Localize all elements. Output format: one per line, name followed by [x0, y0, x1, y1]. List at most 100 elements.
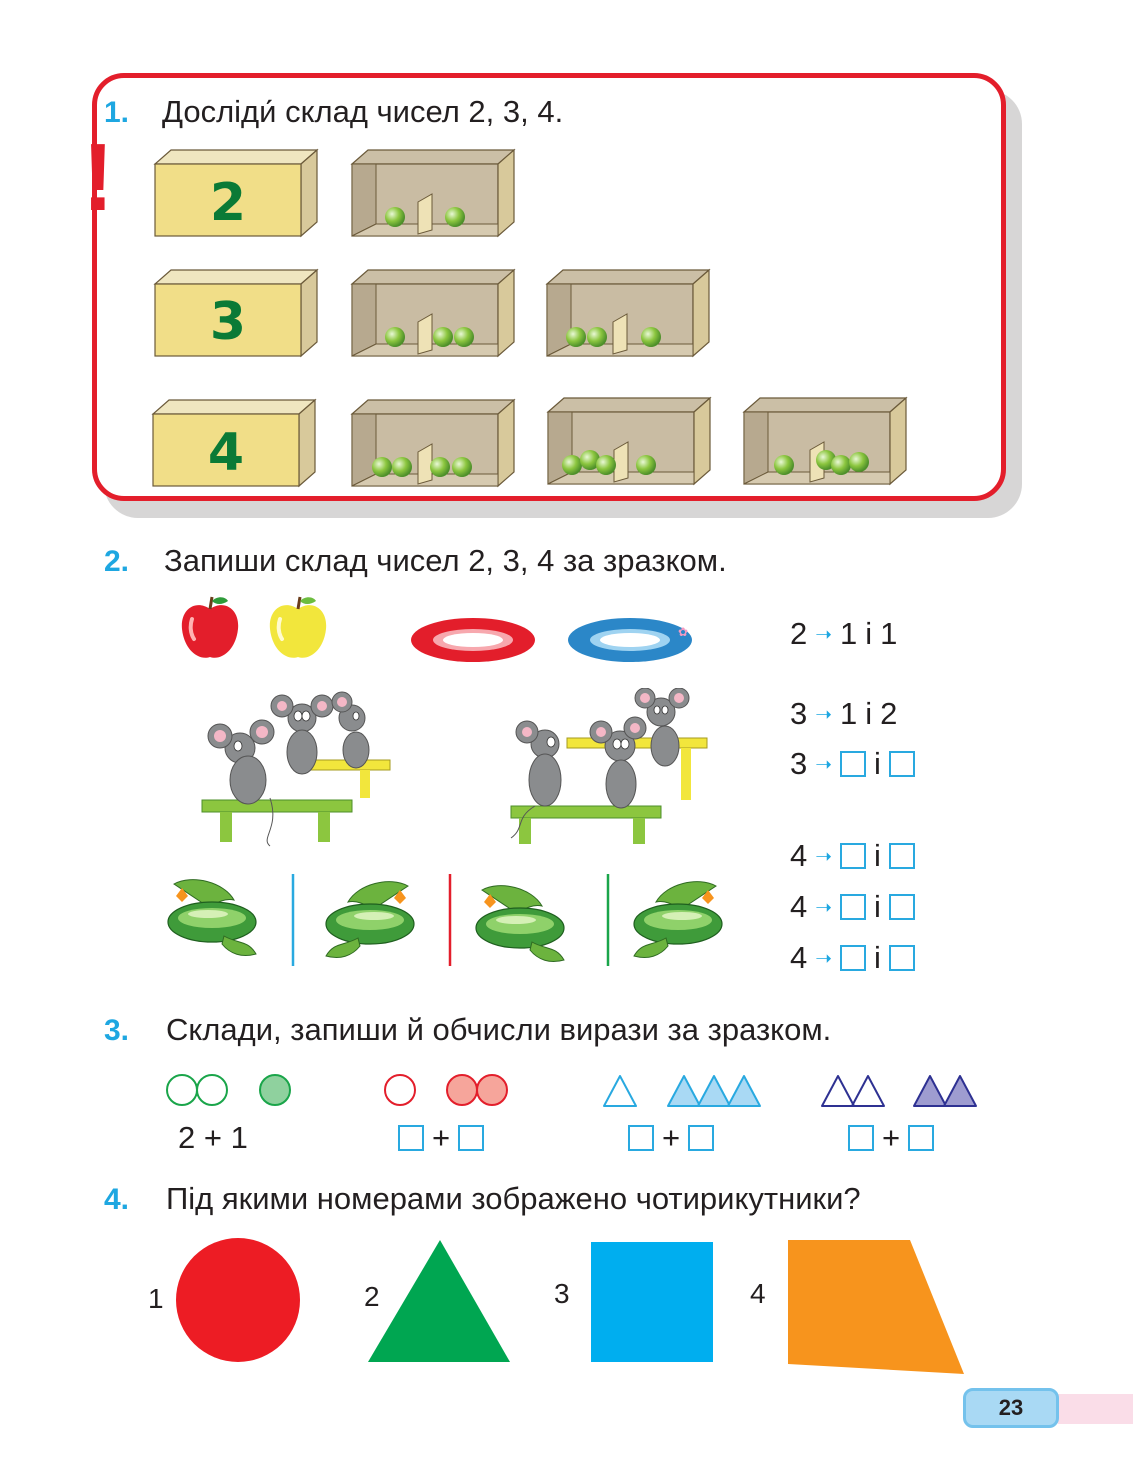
blue-square-shape — [591, 1242, 713, 1362]
task4-shapes — [176, 1238, 964, 1374]
answer-box[interactable] — [888, 894, 915, 920]
split-box-4-2-2 — [351, 399, 515, 487]
equation-2-1-1: 2 ➝ 1 і 1 — [790, 616, 897, 652]
equation-number: 3 — [790, 746, 808, 781]
cucumber-1 — [167, 879, 257, 957]
rings-illustration: ✿ — [411, 618, 692, 662]
equation-4-blank-3: 4 ➝ і — [790, 940, 915, 976]
yellow-apple — [269, 596, 327, 658]
mice-group-right — [510, 688, 708, 844]
expression-blank-2: + — [628, 1120, 715, 1156]
red-circle-shape — [176, 1238, 300, 1362]
equation-conj: і — [865, 696, 873, 731]
page-strip — [1058, 1394, 1133, 1424]
arrow-icon: ➝ — [815, 623, 833, 646]
answer-box[interactable] — [840, 751, 867, 777]
expression-blank-1: + — [398, 1120, 485, 1156]
cucumber-2 — [325, 881, 415, 959]
sample-expression: 2 + 1 — [178, 1120, 248, 1155]
exclamation-mark: ! — [82, 124, 114, 231]
answer-box[interactable] — [888, 945, 915, 971]
number-box-2: 2 — [154, 149, 318, 237]
plus-sign: + — [432, 1120, 451, 1155]
split-box-4-3-1 — [547, 397, 711, 485]
equation-conj: і — [874, 889, 881, 924]
equation-3-1-2: 3 ➝ 1 і 2 — [790, 696, 897, 732]
task3-number: 3. — [104, 1014, 130, 1047]
answer-box[interactable] — [840, 843, 867, 869]
task4-number: 4. — [104, 1183, 130, 1216]
task1-number: 1. — [104, 96, 130, 129]
equation-4-blank-1: 4 ➝ і — [790, 838, 915, 874]
number-box-4: 4 — [152, 399, 316, 487]
arrow-icon: ➝ — [815, 896, 833, 919]
navy-triangles-group — [821, 1075, 977, 1107]
plus-sign: + — [662, 1120, 681, 1155]
arrow-icon: ➝ — [815, 703, 833, 726]
answer-box[interactable] — [888, 751, 915, 777]
equation-number: 4 — [790, 889, 808, 924]
equation-number: 3 — [790, 696, 808, 731]
answer-box[interactable] — [908, 1125, 935, 1151]
red-circles-group — [384, 1074, 508, 1106]
green-triangle-shape — [368, 1240, 510, 1362]
shape-label-3: 3 — [554, 1278, 570, 1309]
answer-box[interactable] — [888, 843, 915, 869]
answer-box[interactable] — [628, 1125, 654, 1151]
equation-part: 1 — [840, 696, 858, 731]
equation-number: 4 — [790, 838, 808, 873]
red-apple — [181, 596, 239, 658]
shape-label-2: 2 — [364, 1281, 380, 1312]
task3-text: Склади, запиши й обчисли вирази за зразк… — [166, 1012, 832, 1047]
task1-text: Досліди́ склад чисел 2, 3, 4. — [162, 94, 564, 129]
cucumber-3 — [475, 885, 565, 963]
split-box-2-1-1 — [351, 149, 515, 237]
mice-group-left — [201, 691, 391, 847]
task4-text: Під якими номерами зображено чотирикутни… — [166, 1181, 861, 1216]
answer-box[interactable] — [458, 1125, 485, 1151]
equation-conj: і — [865, 616, 873, 651]
svg-text:✿: ✿ — [678, 625, 688, 639]
equation-number: 2 — [790, 616, 808, 651]
green-circles-group — [166, 1074, 291, 1106]
answer-box[interactable] — [840, 945, 867, 971]
plus-sign: + — [882, 1120, 901, 1155]
number-boxes-illustration: 2 3 4 — [152, 149, 907, 487]
equation-4-blank-2: 4 ➝ і — [790, 889, 915, 925]
split-box-4-1-3 — [743, 397, 907, 485]
number-box-3: 3 — [154, 269, 318, 357]
answer-box[interactable] — [688, 1125, 715, 1151]
arrow-icon: ➝ — [815, 753, 833, 776]
page-tab — [963, 1388, 1059, 1428]
cucumber-4 — [633, 881, 723, 959]
blue-ring: ✿ — [568, 618, 692, 662]
answer-box[interactable] — [840, 894, 867, 920]
arrow-icon: ➝ — [815, 845, 833, 868]
equation-conj: і — [874, 838, 881, 873]
box-number-4: 4 — [208, 423, 244, 483]
equation-part: 1 — [840, 616, 858, 651]
equation-part: 2 — [880, 696, 898, 731]
equation-number: 4 — [790, 940, 808, 975]
equation-part: 1 — [880, 616, 898, 651]
split-box-3-2-1 — [546, 269, 710, 357]
cyan-triangles-group — [603, 1075, 761, 1107]
split-box-3-1-2 — [351, 269, 515, 357]
expression-blank-3: + — [848, 1120, 935, 1156]
cucumbers-illustration — [167, 874, 723, 966]
equation-3-blank: 3 ➝ і — [790, 746, 915, 782]
shape-label-4: 4 — [750, 1278, 766, 1309]
answer-box[interactable] — [848, 1125, 874, 1151]
orange-quadrilateral-shape — [788, 1240, 964, 1374]
page-number: 23 — [998, 1395, 1024, 1420]
task3-shapes — [166, 1074, 977, 1107]
red-ring — [411, 618, 535, 662]
task2-number: 2. — [104, 545, 130, 578]
equation-conj: і — [874, 940, 881, 975]
answer-box[interactable] — [398, 1125, 424, 1151]
equation-conj: і — [874, 746, 881, 781]
box-number-2: 2 — [210, 173, 246, 233]
arrow-icon: ➝ — [815, 947, 833, 970]
apples-illustration — [181, 596, 327, 658]
shape-label-1: 1 — [148, 1283, 164, 1314]
